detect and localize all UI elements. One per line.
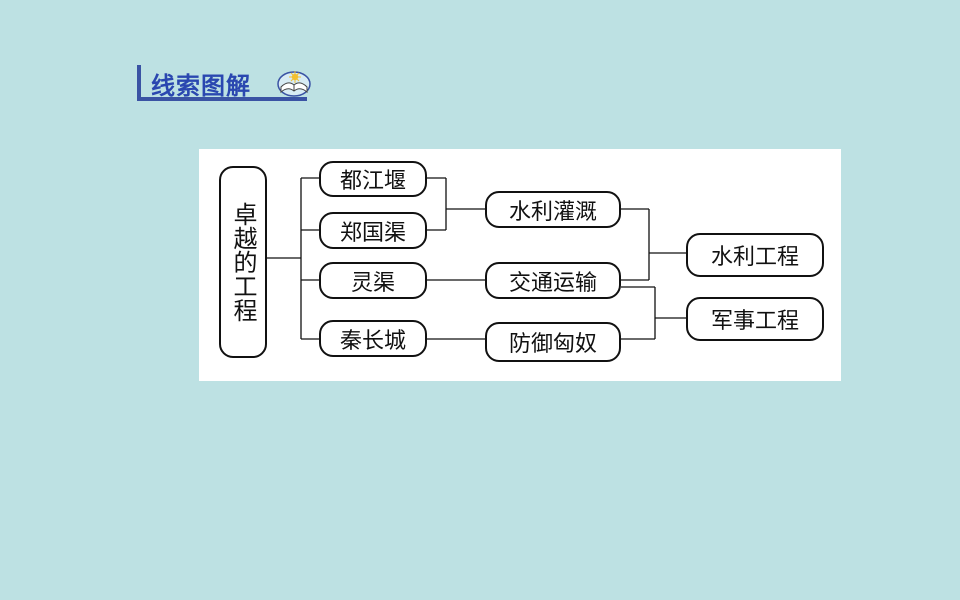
header-underline: [137, 97, 307, 101]
node-dujiangyan: 都江堰: [319, 161, 427, 197]
node-water-engineering: 水利工程: [686, 233, 824, 277]
node-label: 秦长城: [339, 328, 406, 354]
node-lingqu: 灵渠: [319, 262, 427, 299]
root-node: 卓越的工程: [219, 166, 267, 358]
node-label: 交通运输: [508, 270, 597, 296]
diagram-panel: 卓越的工程 都江堰 郑国渠 灵渠 秦长城 水利灌溉 交通运输 防御匈奴 水利工程…: [199, 149, 841, 381]
header-accent-bar: [137, 65, 141, 101]
node-irrigation: 水利灌溉: [485, 191, 621, 228]
node-label: 防御匈奴: [508, 332, 597, 357]
node-military-engineering: 军事工程: [686, 297, 824, 341]
node-defense: 防御匈奴: [485, 322, 621, 362]
node-label: 军事工程: [710, 309, 799, 334]
open-book-icon: [277, 71, 311, 97]
node-transport: 交通运输: [485, 262, 621, 299]
root-label: 卓越的工程: [229, 202, 257, 322]
node-label: 水利工程: [710, 245, 799, 270]
node-label: 水利灌溉: [508, 199, 597, 225]
node-zhengguoqu: 郑国渠: [319, 212, 427, 249]
node-qin-great-wall: 秦长城: [319, 320, 427, 357]
node-label: 郑国渠: [339, 220, 406, 246]
header-title: 线索图解: [151, 72, 251, 100]
connector-lines: [267, 177, 686, 340]
node-label: 灵渠: [350, 270, 395, 296]
node-label: 都江堰: [339, 169, 406, 194]
